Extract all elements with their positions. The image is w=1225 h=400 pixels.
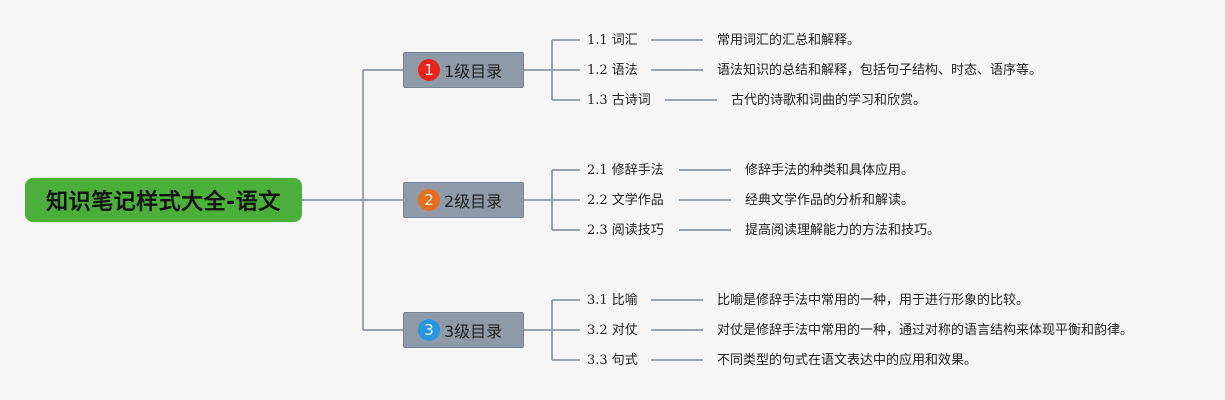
badge-2-icon: 2 [418, 189, 440, 211]
level-node-1[interactable]: 1 1级目录 [403, 52, 524, 88]
desc-1-2: 语法知识的总结和解释，包括句子结构、时态、语序等。 [717, 63, 1043, 78]
item-3-1[interactable]: 3.1 比喻 [587, 293, 638, 308]
desc-2-1: 修辞手法的种类和具体应用。 [745, 163, 915, 178]
desc-3-1: 比喻是修辞手法中常用的一种，用于进行形象的比较。 [717, 293, 1030, 308]
item-3-2[interactable]: 3.2 对仗 [587, 323, 638, 338]
desc-3-3: 不同类型的句式在语文表达中的应用和效果。 [717, 353, 978, 368]
level-label: 3级目录 [444, 322, 503, 341]
item-2-2[interactable]: 2.2 文学作品 [587, 193, 664, 208]
item-2-1[interactable]: 2.1 修辞手法 [587, 163, 664, 178]
level-node-2[interactable]: 2 2级目录 [403, 182, 524, 218]
level-label: 1级目录 [444, 62, 503, 81]
badge-3-icon: 3 [418, 319, 440, 341]
badge-1-icon: 1 [418, 59, 440, 81]
desc-1-1: 常用词汇的汇总和解释。 [717, 33, 861, 48]
desc-3-2: 对仗是修辞手法中常用的一种，通过对称的语言结构来体现平衡和韵律。 [717, 323, 1134, 338]
item-1-3[interactable]: 1.3 古诗词 [587, 93, 651, 108]
item-2-3[interactable]: 2.3 阅读技巧 [587, 223, 664, 238]
desc-1-3: 古代的诗歌和词曲的学习和欣赏。 [731, 93, 927, 108]
root-node[interactable]: 知识笔记样式大全-语文 [25, 178, 302, 222]
item-1-2[interactable]: 1.2 语法 [587, 63, 638, 78]
level-label: 2级目录 [444, 192, 503, 211]
item-1-1[interactable]: 1.1 词汇 [587, 33, 638, 48]
desc-2-2: 经典文学作品的分析和解读。 [745, 193, 915, 208]
root-title: 知识笔记样式大全-语文 [46, 190, 281, 215]
item-3-3[interactable]: 3.3 句式 [587, 353, 638, 368]
level-node-3[interactable]: 3 3级目录 [403, 312, 524, 348]
desc-2-3: 提高阅读理解能力的方法和技巧。 [745, 223, 941, 238]
